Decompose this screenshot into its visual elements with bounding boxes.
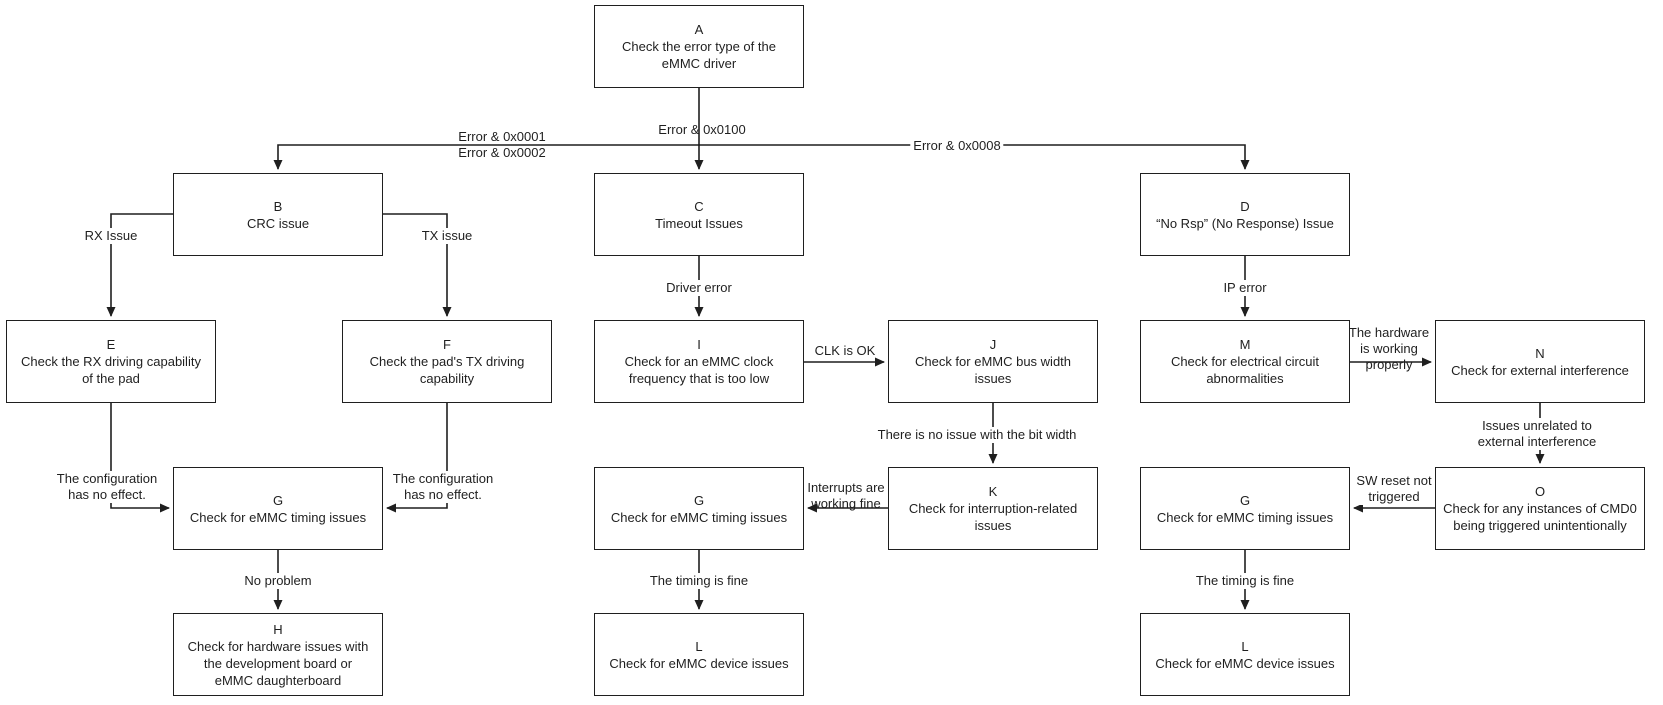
node-g-timing-issues-mid: G Check for eMMC timing issues	[594, 467, 804, 550]
node-text: Check for any instances of CMD0 being tr…	[1443, 501, 1637, 533]
edge-label-interrupts-working-fine: Interrupts are working fine	[807, 480, 885, 511]
node-g-timing-issues-left: G Check for eMMC timing issues	[173, 467, 383, 550]
node-letter: G	[693, 492, 705, 508]
node-b-crc-issue: B CRC issue	[173, 173, 383, 256]
node-letter: I	[697, 337, 701, 352]
node-letter: H	[273, 621, 283, 637]
node-f-tx-driving-capability: F Check the pad's TX driving capability	[342, 320, 552, 403]
node-l-device-issues-right: L Check for eMMC device issues	[1140, 613, 1350, 696]
node-letter: G	[272, 492, 284, 508]
node-text: Check for eMMC timing issues	[1156, 509, 1334, 525]
node-letter: N	[1535, 345, 1545, 361]
node-text: Check the RX driving capability of the p…	[21, 354, 201, 386]
node-a-check-error-type: A Check the error type of the eMMC drive…	[594, 5, 804, 88]
node-c-timeout-issues: C Timeout Issues	[594, 173, 804, 256]
edge-label-config-no-effect-right: The configuration has no effect.	[389, 471, 497, 503]
node-g-timing-issues-right: G Check for eMMC timing issues	[1140, 467, 1350, 550]
node-text: Check for interruption-related issues	[908, 501, 1078, 533]
node-letter: L	[695, 638, 703, 654]
node-j-bus-width-issues: J Check for eMMC bus width issues	[888, 320, 1098, 403]
node-text: Check for an eMMC clock frequency that i…	[624, 354, 774, 386]
edge-label-error-0x0100: Error & 0x0100	[658, 122, 746, 137]
edge-label-error-0x0001-0x0002: Error & 0x0001 Error & 0x0002	[458, 129, 546, 160]
edge-label-error-0x0008: Error & 0x0008	[910, 138, 1004, 154]
node-text: Check the pad's TX driving capability	[369, 354, 525, 386]
node-l-device-issues-mid: L Check for eMMC device issues	[594, 613, 804, 696]
node-i-clock-frequency: I Check for an eMMC clock frequency that…	[594, 320, 804, 403]
edge-label-no-problem: No problem	[241, 573, 315, 589]
node-letter: D	[1240, 198, 1250, 214]
node-text: Check for eMMC device issues	[609, 655, 789, 671]
node-text: CRC issue	[246, 215, 310, 231]
edge-label-hardware-working-properly: The hardware is working properly	[1348, 325, 1430, 372]
edge-b-f	[383, 213, 452, 317]
node-letter: K	[988, 484, 998, 499]
node-letter: L	[1241, 638, 1249, 654]
edge-label-timing-fine-right: The timing is fine	[1192, 573, 1298, 589]
node-text: Check for electrical circuit abnormaliti…	[1170, 354, 1320, 386]
edge-b-e	[106, 213, 173, 317]
node-letter: E	[106, 337, 116, 352]
node-m-electrical-abnormalities: M Check for electrical circuit abnormali…	[1140, 320, 1350, 403]
edge-label-tx-issue: TX issue	[418, 228, 476, 244]
edge-label-ip-error: IP error	[1220, 280, 1270, 296]
node-h-hardware-issues: H Check for hardware issues with the dev…	[173, 613, 383, 696]
edge-a-b	[273, 144, 700, 170]
node-text: “No Rsp” (No Response) Issue	[1156, 215, 1334, 231]
node-letter: C	[694, 198, 704, 214]
node-letter: M	[1239, 337, 1251, 352]
node-e-rx-driving-capability: E Check the RX driving capability of the…	[6, 320, 216, 403]
node-letter: B	[273, 198, 283, 214]
node-letter: G	[1239, 492, 1251, 508]
edge-e-g	[110, 403, 170, 513]
node-text: Check for eMMC timing issues	[610, 509, 788, 525]
edge-label-timing-fine-mid: The timing is fine	[646, 573, 752, 589]
edge-label-rx-issue: RX Issue	[81, 228, 141, 244]
node-text: Check for external interference	[1451, 362, 1629, 378]
node-letter: F	[443, 337, 451, 352]
node-letter: A	[694, 22, 704, 37]
node-letter: O	[1534, 484, 1546, 499]
node-d-no-rsp-issue: D “No Rsp” (No Response) Issue	[1140, 173, 1350, 256]
node-o-cmd0-triggered: O Check for any instances of CMD0 being …	[1435, 467, 1645, 550]
node-text: Timeout Issues	[655, 215, 743, 231]
node-letter: J	[989, 337, 997, 352]
edge-label-config-no-effect-left: The configuration has no effect.	[53, 471, 161, 503]
node-text: Check the error type of the eMMC driver	[622, 39, 776, 71]
node-text: Check for eMMC timing issues	[189, 509, 367, 525]
node-text: Check for hardware issues with the devel…	[187, 638, 369, 688]
node-k-interruption-issues: K Check for interruption-related issues	[888, 467, 1098, 550]
edge-label-unrelated-interference: Issues unrelated to external interferenc…	[1474, 418, 1600, 450]
edge-label-sw-reset-not-triggered: SW reset not triggered	[1353, 473, 1435, 505]
node-text: Check for eMMC bus width issues	[914, 354, 1072, 386]
edge-a-d	[698, 144, 1250, 170]
edge-f-g	[386, 403, 448, 513]
node-n-external-interference: N Check for external interference	[1435, 320, 1645, 403]
edge-label-driver-error: Driver error	[663, 280, 735, 296]
edge-label-no-bit-width-issue: There is no issue with the bit width	[874, 427, 1080, 443]
node-text: Check for eMMC device issues	[1155, 655, 1335, 671]
edge-label-clk-is-ok: CLK is OK	[814, 343, 876, 358]
